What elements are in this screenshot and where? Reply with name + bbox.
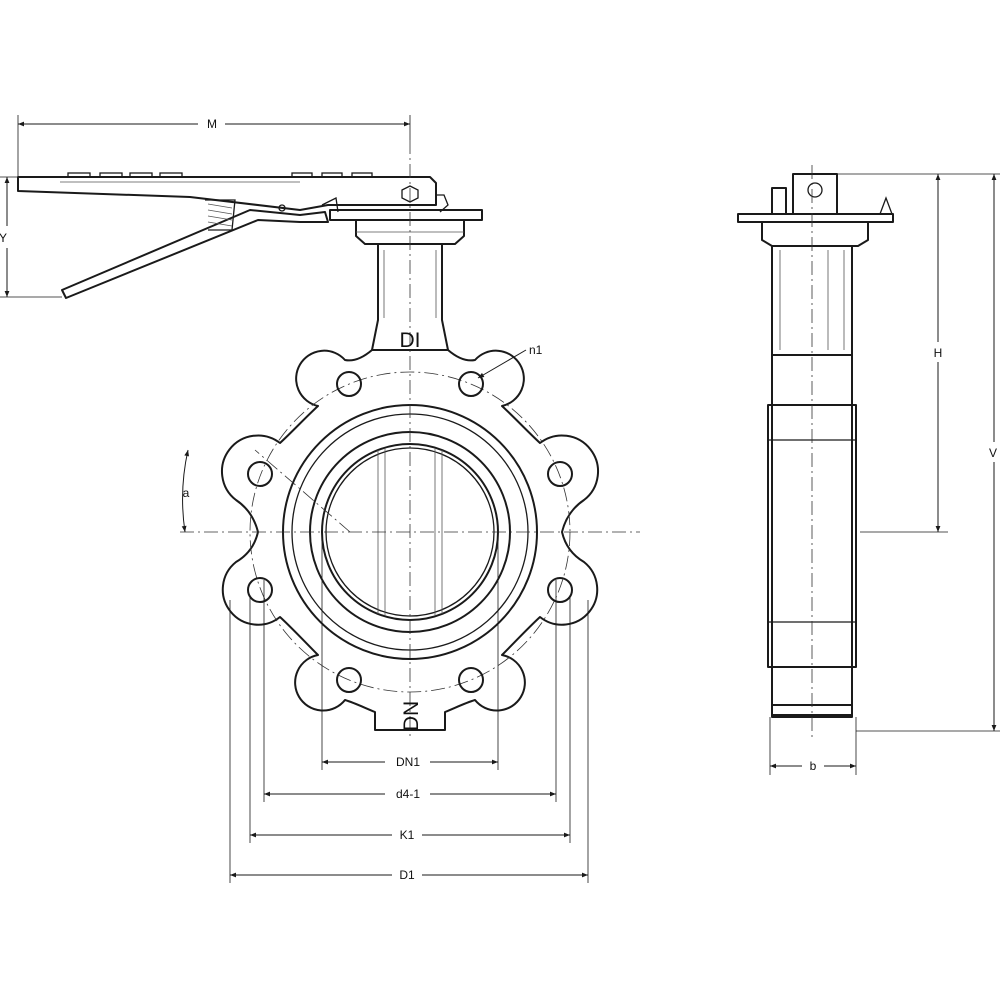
dim-label-dn1: DN1 [396, 755, 420, 769]
bolt-hole [336, 371, 362, 397]
dim-label-y: Y [0, 231, 7, 245]
dim-label-h: H [934, 346, 943, 360]
bolt-holes [247, 371, 573, 693]
bolt-hole [336, 667, 362, 693]
body-marking-dn: DN [400, 701, 423, 731]
dim-label-b: b [810, 759, 817, 773]
dim-label-d1: D1 [399, 868, 415, 882]
body-marking-di: DI [400, 329, 421, 352]
dim-label-n1: n1 [529, 343, 543, 357]
bolt-hole [458, 667, 484, 693]
dim-label-d4-1: d4-1 [396, 787, 420, 801]
dim-label-a: a [183, 486, 190, 500]
side-ratchet-plate [737, 213, 894, 223]
trigger-lever [61, 209, 329, 299]
front-view: DI DN [17, 140, 640, 740]
dim-label-v: V [989, 446, 997, 460]
dim-label-k1: K1 [400, 828, 415, 842]
bolt-hole [247, 461, 273, 487]
bolt-hole [547, 577, 573, 603]
bolt-hole [547, 461, 573, 487]
valve-body [221, 349, 599, 731]
side-neck [771, 246, 853, 355]
bolt-hole [247, 577, 273, 603]
spring [205, 199, 236, 231]
bolt-hole [458, 371, 484, 397]
lever-handle [17, 172, 449, 213]
dim-label-m: M [207, 117, 217, 131]
side-view [737, 165, 894, 740]
side-body [771, 354, 853, 716]
ratchet-plate [329, 209, 483, 221]
stem-top [792, 173, 838, 215]
mounting-flange [355, 219, 465, 245]
dimensions: M Y a n1 DN1 d4-1 K1 [0, 115, 1000, 883]
neck [371, 244, 449, 351]
side-flange [761, 221, 869, 247]
